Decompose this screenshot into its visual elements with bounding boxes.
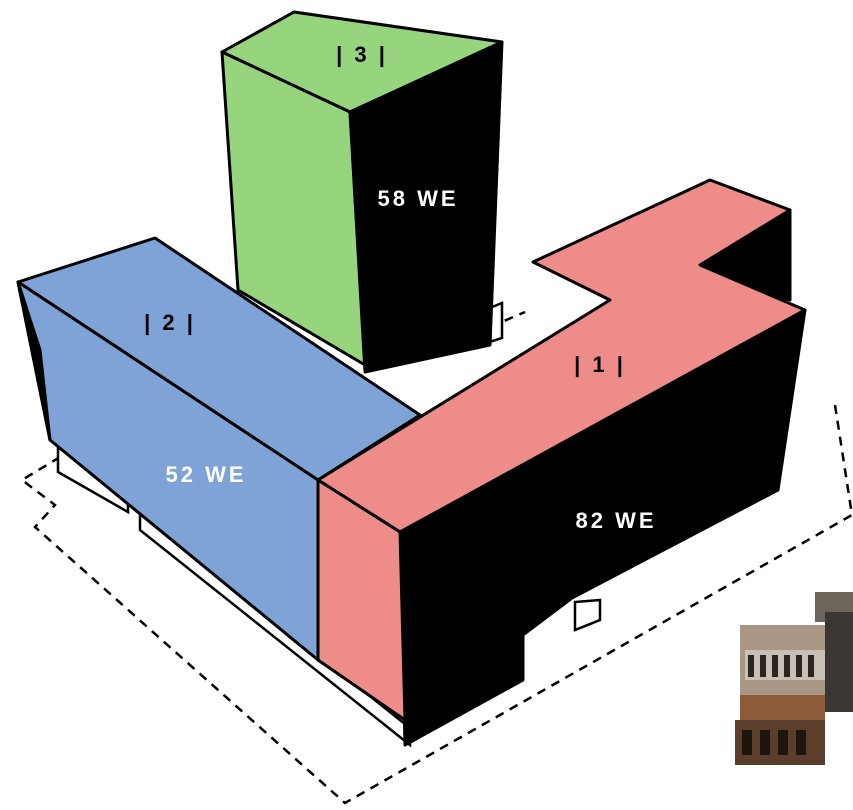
- building-2-tag: | 2 |: [144, 310, 196, 335]
- labels: | 3 | 58 WE | 2 | 52 WE | 1 | 82 WE: [144, 42, 656, 533]
- building-1-roof: [316, 178, 807, 534]
- building-1-shadow-face: [398, 308, 807, 747]
- building-3-shadow-face: [348, 40, 504, 374]
- building-1-units: 82 WE: [575, 508, 656, 533]
- building-3: [220, 10, 504, 374]
- building-2-units: 52 WE: [165, 462, 246, 487]
- building-1-tag: | 1 |: [574, 352, 626, 377]
- building-photo-icon: [735, 592, 853, 768]
- building-3-units: 58 WE: [377, 186, 458, 211]
- building-1: [316, 178, 807, 747]
- building-2: [16, 236, 422, 662]
- building-2-underside-shadow: [16, 280, 52, 442]
- building-1-front-face: [316, 478, 407, 722]
- building-3-tag: | 3 |: [336, 42, 388, 67]
